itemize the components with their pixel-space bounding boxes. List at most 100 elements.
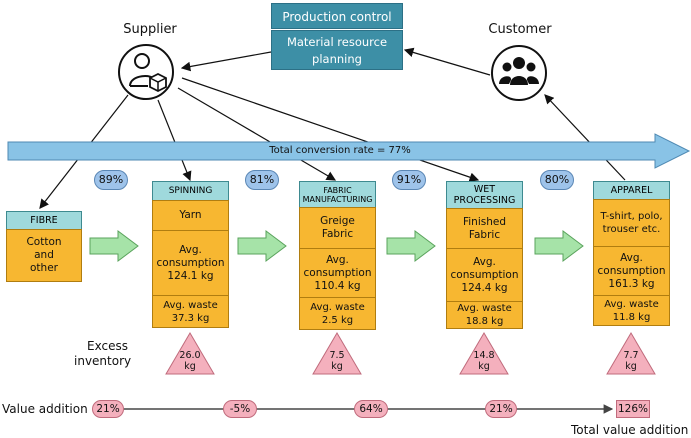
wet-stage: WET PROCESSING Finished Fabric Avg. cons… bbox=[446, 181, 523, 329]
apparel-title: APPAREL bbox=[593, 181, 670, 200]
customer-label: Customer bbox=[488, 22, 552, 37]
flow-arrow-1 bbox=[89, 230, 139, 262]
spinning-waste-line1: Avg. waste bbox=[163, 299, 218, 311]
inventory-triangle-3 bbox=[459, 332, 509, 375]
value-addition-2: -5% bbox=[223, 400, 257, 418]
flow-arrow-4 bbox=[534, 230, 584, 262]
supplier-to-spinning-line bbox=[157, 99, 192, 182]
fabric-waste: Avg. waste 2.5 kg bbox=[299, 297, 376, 330]
wet-title-line2: PROCESSING bbox=[453, 195, 516, 206]
flow-arrow-2 bbox=[237, 230, 287, 262]
rate-badge-1: 89% bbox=[94, 170, 128, 190]
fabric-product-line1: Greige bbox=[320, 215, 355, 227]
rate-badge-3: 91% bbox=[392, 170, 426, 190]
wet-consumption: Avg. consumption 124.4 kg bbox=[446, 248, 523, 302]
excess-inventory-line1: Excess bbox=[87, 339, 128, 353]
customer-group-icon bbox=[499, 57, 539, 85]
total-value-addition-label: Total value addition bbox=[571, 423, 689, 437]
supplier-label: Supplier bbox=[123, 22, 177, 37]
spinning-title: SPINNING bbox=[152, 181, 229, 201]
customer-to-control-line bbox=[403, 47, 491, 76]
fabric-title: FABRIC MANUFACTURING bbox=[299, 181, 376, 208]
excess-inventory-line2: inventory bbox=[74, 354, 132, 368]
fabric-consumption: Avg. consumption 110.4 kg bbox=[299, 248, 376, 298]
conversion-rate-label: Total conversion rate = 77% bbox=[269, 145, 411, 156]
wet-title: WET PROCESSING bbox=[446, 181, 523, 209]
inventory-value-1: 26.0 kg bbox=[170, 350, 210, 372]
spinning-title-text: SPINNING bbox=[168, 186, 213, 196]
fibre-product: Cotton and other bbox=[6, 229, 82, 282]
spinning-consumption-line2: consumption bbox=[156, 256, 225, 269]
apparel-consumption-line1: Avg. bbox=[620, 251, 643, 264]
supplier-to-wet-line bbox=[181, 77, 480, 182]
value-addition-label: Value addition bbox=[2, 402, 88, 416]
rate-badge-4: 80% bbox=[540, 170, 574, 190]
apparel-consumption-line3: 161.3 kg bbox=[608, 277, 655, 290]
value-addition-1: 21% bbox=[92, 400, 124, 418]
apparel-product: T-shirt, polo, trouser etc. bbox=[593, 199, 670, 247]
apparel-stage: APPAREL T-shirt, polo, trouser etc. Avg.… bbox=[593, 181, 670, 326]
production-control-box: Production control bbox=[271, 3, 403, 29]
inventory-value-3-num: 14.8 bbox=[473, 350, 495, 361]
wet-waste-line1: Avg. waste bbox=[457, 303, 512, 314]
spinning-consumption-line1: Avg. bbox=[179, 243, 202, 256]
wet-waste: Avg. waste 18.8 kg bbox=[446, 301, 523, 329]
wet-consumption-line3: 124.4 kg bbox=[461, 281, 508, 294]
conversion-arrow bbox=[7, 133, 691, 169]
inventory-value-1-num: 26.0 bbox=[179, 350, 201, 361]
wet-product: Finished Fabric bbox=[446, 208, 523, 249]
fabric-title-line2: MANUFACTURING bbox=[302, 194, 373, 204]
spinning-waste-line2: 37.3 kg bbox=[171, 312, 210, 324]
spinning-product-text: Yarn bbox=[179, 209, 202, 221]
apparel-product-line2: trouser etc. bbox=[602, 224, 661, 235]
fibre-product-line1: Cotton bbox=[26, 236, 62, 248]
wet-product-line1: Finished bbox=[462, 215, 506, 228]
control-to-supplier-line bbox=[180, 51, 272, 72]
apparel-waste-line2: 11.8 kg bbox=[612, 311, 651, 323]
flow-arrow-3 bbox=[386, 230, 436, 262]
fabric-consumption-line3: 110.4 kg bbox=[314, 279, 361, 292]
inventory-value-4-unit: kg bbox=[625, 361, 637, 372]
spinning-product: Yarn bbox=[152, 200, 229, 231]
wet-title-line1: WET bbox=[473, 184, 496, 195]
fabric-product: Greige Fabric bbox=[299, 207, 376, 249]
supplier-circle bbox=[118, 44, 174, 100]
production-control-label: Production control bbox=[282, 10, 392, 24]
apparel-waste-line1: Avg. waste bbox=[604, 298, 659, 310]
mrp-label-line1: Material resource bbox=[286, 35, 388, 49]
spinning-consumption: Avg. consumption 124.1 kg bbox=[152, 230, 229, 296]
inventory-value-4: 7.7 kg bbox=[611, 350, 651, 372]
excess-inventory-label: Excess inventory bbox=[74, 339, 132, 369]
fibre-stage: FIBRE Cotton and other bbox=[6, 211, 82, 282]
spinning-consumption-line3: 124.1 kg bbox=[167, 269, 214, 282]
spinning-stage: SPINNING Yarn Avg. consumption 124.1 kg … bbox=[152, 181, 229, 328]
wet-consumption-line2: consumption bbox=[450, 268, 519, 281]
value-addition-total: 126% bbox=[616, 400, 650, 418]
inventory-triangle-1 bbox=[165, 332, 215, 375]
fibre-product-line2: and bbox=[34, 249, 54, 261]
fabric-waste-line2: 2.5 kg bbox=[321, 314, 354, 326]
fabric-product-line2: Fabric bbox=[321, 228, 354, 240]
apparel-waste: Avg. waste 11.8 kg bbox=[593, 295, 670, 326]
inventory-value-2: 7.5 kg bbox=[317, 350, 357, 372]
inventory-value-2-num: 7.5 bbox=[329, 350, 345, 361]
fibre-product-line3: other bbox=[30, 262, 58, 274]
inventory-value-1-unit: kg bbox=[184, 361, 196, 372]
value-addition-3: 64% bbox=[354, 400, 388, 418]
apparel-consumption: Avg. consumption 161.3 kg bbox=[593, 246, 670, 296]
mrp-label-line2: planning bbox=[312, 52, 362, 66]
fabric-title-line1: FABRIC bbox=[323, 185, 352, 195]
supplier-to-fabric-line bbox=[177, 87, 337, 181]
inventory-triangle-2 bbox=[312, 332, 362, 375]
supplier-icon bbox=[129, 53, 167, 93]
fabric-waste-line1: Avg. waste bbox=[310, 301, 365, 313]
fabric-consumption-line1: Avg. bbox=[326, 253, 349, 266]
value-addition-4: 21% bbox=[485, 400, 517, 418]
apparel-consumption-line2: consumption bbox=[597, 264, 666, 277]
apparel-product-line1: T-shirt, polo, bbox=[600, 211, 663, 222]
inventory-value-3: 14.8 kg bbox=[464, 350, 504, 372]
apparel-to-customer-line bbox=[544, 94, 626, 181]
inventory-value-4-num: 7.7 bbox=[623, 350, 639, 361]
inventory-triangle-4 bbox=[606, 332, 656, 375]
